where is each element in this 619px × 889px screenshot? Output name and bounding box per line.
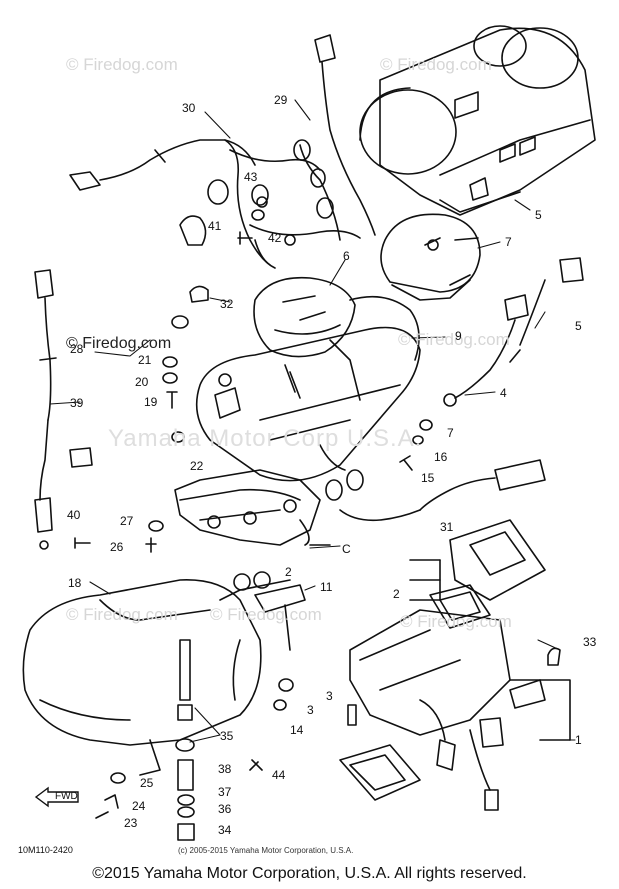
part-label: 5 <box>575 319 582 333</box>
watermark-firedog: © Firedog.com <box>380 55 492 74</box>
part-label: 32 <box>220 297 234 311</box>
part-label: 29 <box>274 93 288 107</box>
part-label: 30 <box>182 101 196 115</box>
part-label: 11 <box>320 580 333 594</box>
part-label: 40 <box>67 508 81 522</box>
forward-label: FWD <box>55 791 78 802</box>
leader-lines <box>49 99 576 743</box>
part-label: 28 <box>70 342 84 356</box>
watermark-firedog: © Firedog.com <box>400 612 512 631</box>
part-label: 35 <box>220 729 234 743</box>
part-label: 5 <box>535 208 542 222</box>
part-label: 38 <box>218 762 232 776</box>
wire-39 <box>34 269 93 550</box>
part-label: 21 <box>138 353 152 367</box>
part-label: 2 <box>393 587 400 601</box>
part-label: 34 <box>218 823 232 837</box>
watermark-firedog: © Firedog.com <box>210 605 322 624</box>
part-label: 37 <box>218 785 232 799</box>
part-label: 25 <box>140 776 154 790</box>
meter-housing <box>174 276 421 546</box>
part-label: 1 <box>575 733 582 747</box>
part-label: 39 <box>70 396 84 410</box>
watermark-firedog-dark: © Firedog.com <box>66 335 172 352</box>
watermark-firedog: © Firedog.com <box>66 605 178 624</box>
indicator-assembly <box>339 519 571 811</box>
drawing-code: 10M110-2420 <box>18 845 73 855</box>
part-label: C <box>342 542 351 556</box>
watermark-firedog: © Firedog.com <box>66 55 178 74</box>
part-label: 36 <box>218 802 232 816</box>
watermark-yamaha: Yamaha Motor Corp U.S.A. <box>108 425 423 452</box>
part-label: 3 <box>326 689 333 703</box>
part-label: 4 <box>500 386 507 400</box>
wire-harness-top <box>69 34 376 269</box>
part-label: 20 <box>135 375 149 389</box>
part-label: 33 <box>583 635 597 649</box>
part-label: 42 <box>268 231 282 245</box>
bracket <box>22 571 306 776</box>
part-label: 6 <box>343 249 350 263</box>
part-label: 18 <box>68 576 82 590</box>
tachometer <box>380 213 481 301</box>
right-cables <box>339 257 584 522</box>
part-label: 43 <box>244 170 258 184</box>
part-label: 23 <box>124 816 138 830</box>
part-label: 9 <box>455 329 462 343</box>
watermark-firedog: © Firedog.com <box>398 330 510 349</box>
copyright-footer: ©2015 Yamaha Motor Corporation, U.S.A. A… <box>92 865 527 882</box>
small-copyright: (c) 2005-2015 Yamaha Motor Corporation, … <box>178 846 354 855</box>
part-label: 27 <box>120 514 134 528</box>
meter-assembly <box>359 25 596 216</box>
part-label: 31 <box>440 520 454 534</box>
part-label: 14 <box>290 723 304 737</box>
part-label: 24 <box>132 799 146 813</box>
forward-arrow-icon <box>34 786 79 808</box>
part-label: 3 <box>307 703 314 717</box>
part-label: 7 <box>505 235 512 249</box>
small-parts <box>74 209 561 841</box>
part-label: 15 <box>421 471 435 485</box>
part-label: 7 <box>447 426 454 440</box>
part-label: 22 <box>190 459 204 473</box>
part-label: 26 <box>110 540 124 554</box>
part-label: 41 <box>208 219 222 233</box>
part-label: 2 <box>285 565 292 579</box>
part-label: 44 <box>272 768 286 782</box>
part-label: 16 <box>434 450 448 464</box>
part-label: 19 <box>144 395 158 409</box>
